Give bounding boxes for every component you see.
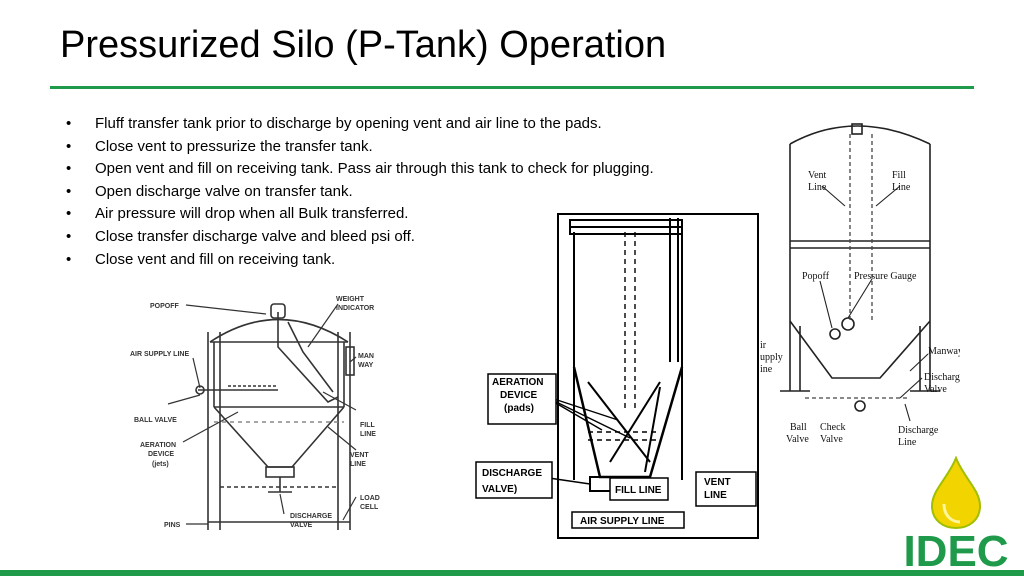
bullet-item: Fluff transfer tank prior to discharge b… [64,113,744,136]
bullet-item: Open vent and fill on receiving tank. Pa… [64,158,744,181]
label-discharge-valve-2: VALVE) [482,484,517,495]
label-fill-line-2: Line [892,182,911,193]
oil-drop-icon [930,456,982,530]
silo-diagram-pads: AERATION DEVICE (pads) DISCHARGE VALVE) … [475,213,759,539]
label-aeration-device: AERATION [492,377,543,388]
callout-fill-line-box [609,477,669,501]
logo-text: IDEC [903,527,1008,568]
label-vent-line-2: LINE [704,490,727,501]
label-manway: Manway [928,346,960,357]
bullet-list: Fluff transfer tank prior to discharge b… [64,113,744,271]
label-weight-indicator: WEIGHT [336,296,365,303]
label-fill-line-2: LINE [360,431,376,438]
label-load-cell-2: CELL [360,504,379,511]
bullet-item: Close vent and fill on receiving tank. [64,249,744,272]
label-vent-line: VENT [350,452,369,459]
label-load-cell: LOAD [360,495,380,502]
label-aeration-device: AERATION [140,442,176,449]
label-weight-indicator-2: INDICATOR [336,305,374,312]
label-discharge-valve-2: Valve [924,384,947,395]
title-divider [50,86,974,89]
label-check-valve-2: Valve [820,434,843,445]
silo-diagram-gauge: Vent Line Fill Line Popoff Pressure Gaug… [760,123,960,448]
callout-aeration-box [487,373,557,425]
label-ball-valve-2: Valve [786,434,809,445]
label-air-supply-line: AIR SUPPLY LINE [130,351,189,358]
bullet-item: Close vent to pressurize the transfer ta… [64,136,744,159]
label-man-way: MAN [358,353,374,360]
label-aeration-device-3: (pads) [504,403,534,414]
label-pressure-gauge: Pressure Gauge [854,271,917,282]
label-check-valve: Check [820,422,846,433]
silo-diagram-jets: POPOFF WEIGHT INDICATOR AIR SUPPLY LINE … [130,296,380,530]
label-fill-line: Fill [892,170,906,181]
callout-vent-line-box [695,471,757,507]
label-discharge-valve-2: VALVE [290,522,313,529]
label-air-supply-2: upply [760,352,783,363]
bullet-item: Close transfer discharge valve and bleed… [64,226,744,249]
callout-discharge-box [475,461,553,499]
label-man-way-2: WAY [358,362,374,369]
slide-title: Pressurized Silo (P-Tank) Operation [60,24,667,66]
label-popoff: Popoff [802,271,830,282]
label-discharge-valve: DISCHARGE [482,468,542,479]
label-fill-line: FILL LINE [615,485,662,496]
label-discharge-valve: DISCHARGE [290,513,332,520]
footer-bar [0,570,1024,576]
idec-logo: IDEC [903,456,1009,568]
label-ball-valve: BALL VALVE [134,417,177,424]
label-vent-line-2: Line [808,182,827,193]
label-ball-valve: Ball [790,422,807,433]
label-vent-line: VENT [704,477,731,488]
label-air-supply-line: AIR SUPPLY LINE [580,516,665,527]
label-aeration-device-3: (jets) [152,461,169,468]
label-aeration-device-2: DEVICE [500,390,538,401]
label-popoff: POPOFF [150,303,180,310]
label-pins: PINS [164,522,181,529]
label-vent-line: Vent [808,170,827,181]
label-aeration-device-2: DEVICE [148,451,174,458]
callout-air-supply-box [571,511,685,529]
label-discharge-line: Discharge [898,425,939,436]
label-fill-line: FILL [360,422,375,429]
label-air-supply-3: ine [760,364,773,375]
label-vent-line-2: LINE [350,461,366,468]
label-discharge-line-2: Line [898,437,917,448]
label-discharge-valve: Discharge [924,372,960,383]
bullet-item: Open discharge valve on transfer tank. [64,181,744,204]
label-air-supply: ir [760,340,767,351]
bullet-item: Air pressure will drop when all Bulk tra… [64,203,744,226]
